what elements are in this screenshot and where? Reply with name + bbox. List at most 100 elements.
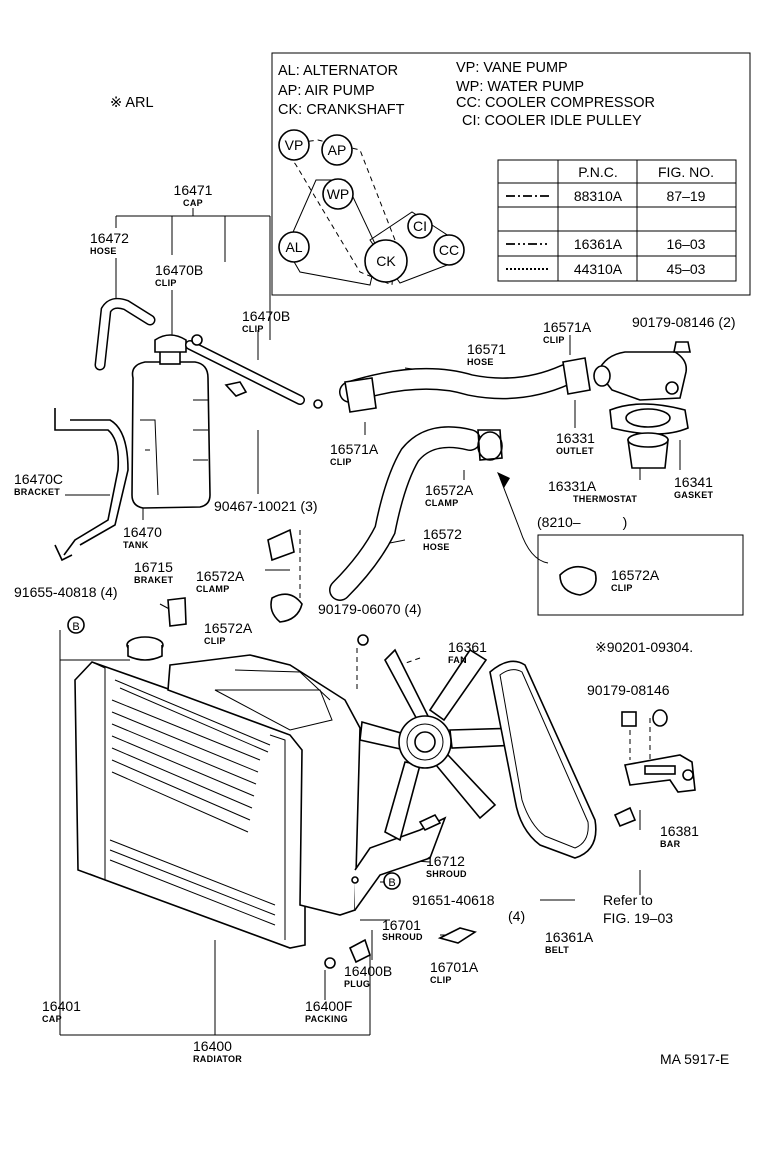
legend-ci: CI: COOLER IDLE PULLEY (462, 113, 642, 129)
tank-bracket (54, 408, 129, 562)
figure-code: MA 5917-E (660, 1051, 729, 1067)
pulley-ap-label: AP (328, 142, 347, 158)
pulley-cc-label: CC (439, 242, 459, 258)
label-16572A-clamp2-name: CLAMP (196, 584, 230, 594)
ref-b-marker-bottom (383, 872, 401, 890)
pulley-vp-label: VP (285, 137, 304, 153)
label-90467-10021: 90467-10021 (3) (214, 498, 318, 514)
label-16470B-b-num: 16470B (242, 308, 290, 324)
legend-al: AL: ALTERNATOR (278, 63, 398, 79)
table-header-pnc: P.N.C. (578, 164, 617, 180)
pulley-vp (278, 129, 310, 161)
label-16470B-b-name: CLIP (242, 324, 264, 334)
label-16572A-boxclip-num: 16572A (611, 567, 660, 583)
table-row-3-fig: 16–03 (667, 236, 706, 252)
label-16361-num: 16361 (448, 639, 487, 655)
ref-b-marker-top-label: B (72, 621, 79, 633)
adjusting-bar (613, 709, 696, 828)
label-16470C-name: BRACKET (14, 487, 60, 497)
label-16572-num: 16572 (423, 526, 462, 542)
pulley-cc (433, 234, 465, 266)
label-16571A-b-num: 16571A (330, 441, 379, 457)
label-16571-name: HOSE (467, 357, 494, 367)
label-16381-num: 16381 (660, 823, 699, 839)
legend-box: AL: ALTERNATOR AP: AIR PUMP CK: CRANKSHA… (271, 52, 751, 296)
label-16331A-num: 16331A (548, 478, 597, 494)
label-16341-name: GASKET (674, 490, 714, 500)
pulley-ck (364, 239, 408, 283)
label-16572A-clamp-name: CLAMP (425, 498, 459, 508)
label-16571A-a-name: CLIP (543, 335, 565, 345)
label-16401-name: CAP (42, 1014, 62, 1024)
label-16361A-num: 16361A (545, 929, 594, 945)
label-16400-name: RADIATOR (193, 1054, 242, 1064)
label-16400-num: 16400 (193, 1038, 232, 1054)
label-16572-name: HOSE (423, 542, 450, 552)
reservoir-tank (131, 334, 211, 509)
ref-b-marker-top (67, 616, 85, 634)
table-row-4-pnc: 44310A (574, 261, 623, 277)
refer-line-1: Refer to (603, 892, 653, 908)
label-16471-num: 16471 (174, 182, 213, 198)
label-16470B-a-num: 16470B (155, 262, 203, 278)
upper-hose (339, 357, 591, 413)
label-16571A-a-num: 16571A (543, 319, 592, 335)
label-90179-08146: 90179-08146 (587, 682, 670, 698)
table-row-3-pnc: 16361A (574, 236, 623, 252)
label-16572A-clamp-num: 16572A (425, 482, 474, 498)
label-16712-num: 16712 (426, 853, 465, 869)
reservoir-hose (94, 297, 323, 409)
leader-lines (59, 208, 681, 1036)
water-outlet (593, 341, 691, 401)
legend-cc: CC: COOLER COMPRESSOR (456, 95, 655, 111)
pulley-ck-label: CK (376, 253, 396, 269)
label-16470B-a-name: CLIP (155, 278, 177, 288)
label-16331A-name: THERMOSTAT (573, 494, 637, 504)
reference-table: P.N.C. FIG. NO. 88310A 87–19 16361A 16–0… (497, 159, 737, 282)
label-16571A-b-name: CLIP (330, 457, 352, 467)
pulley-ci-label: CI (413, 218, 427, 234)
lower-hose (329, 426, 503, 601)
label-16341-num: 16341 (674, 474, 713, 490)
legend-ck: CK: CRANKSHAFT (278, 102, 405, 118)
legend-ap: AP: AIR PUMP (278, 83, 375, 99)
hose-clamps (167, 528, 303, 627)
label-16470-name: TANK (123, 540, 149, 550)
part-labels: 16471 CAP 16472 HOSE 16470B CLIP 16470B … (14, 182, 736, 1067)
label-16701A-num: 16701A (430, 959, 479, 975)
label-16572A-boxclip-name: CLIP (611, 583, 633, 593)
legend-vp: VP: VANE PUMP (456, 60, 568, 76)
pulley-al-label: AL (285, 239, 302, 255)
table-row-1-pnc: 88310A (574, 188, 623, 204)
pulley-al (278, 231, 310, 263)
label-16715-name: BRAKET (134, 575, 174, 585)
ref-b-marker-bottom-label: B (388, 877, 395, 889)
label-91651-qty: (4) (508, 908, 525, 924)
table-header-fig: FIG. NO. (658, 164, 714, 180)
label-16471-name: CAP (183, 198, 203, 208)
label-16701-name: SHROUD (382, 932, 423, 942)
pulley-wp (322, 178, 354, 210)
thermostat-gasket (609, 403, 689, 469)
label-90179-06070: 90179-06070 (4) (318, 601, 422, 617)
pulley-ap (321, 134, 353, 166)
label-91651-40618: 91651-40618 (412, 892, 495, 908)
pulley-ci (407, 213, 433, 239)
pulley-wp-label: WP (327, 186, 350, 202)
label-16472-name: HOSE (90, 246, 117, 256)
label-16331-name: OUTLET (556, 446, 594, 456)
label-91655-40818: 91655-40818 (4) (14, 584, 118, 600)
label-8210: (8210– ) (537, 514, 627, 530)
label-16571-num: 16571 (467, 341, 506, 357)
belt-routing-diagram: VP AP WP AL CK CI CC (278, 129, 465, 286)
label-16701-num: 16701 (382, 917, 421, 933)
table-row-4-fig: 45–03 (667, 261, 706, 277)
label-16572A-clip2-num: 16572A (204, 620, 253, 636)
label-16715-num: 16715 (134, 559, 173, 575)
label-16712-name: SHROUD (426, 869, 467, 879)
label-16400B-num: 16400B (344, 963, 392, 979)
label-90179-08146-2: 90179-08146 (2) (632, 314, 736, 330)
label-16470C-num: 16470C (14, 471, 63, 487)
label-90201-09304: ※90201-09304. (595, 639, 693, 655)
